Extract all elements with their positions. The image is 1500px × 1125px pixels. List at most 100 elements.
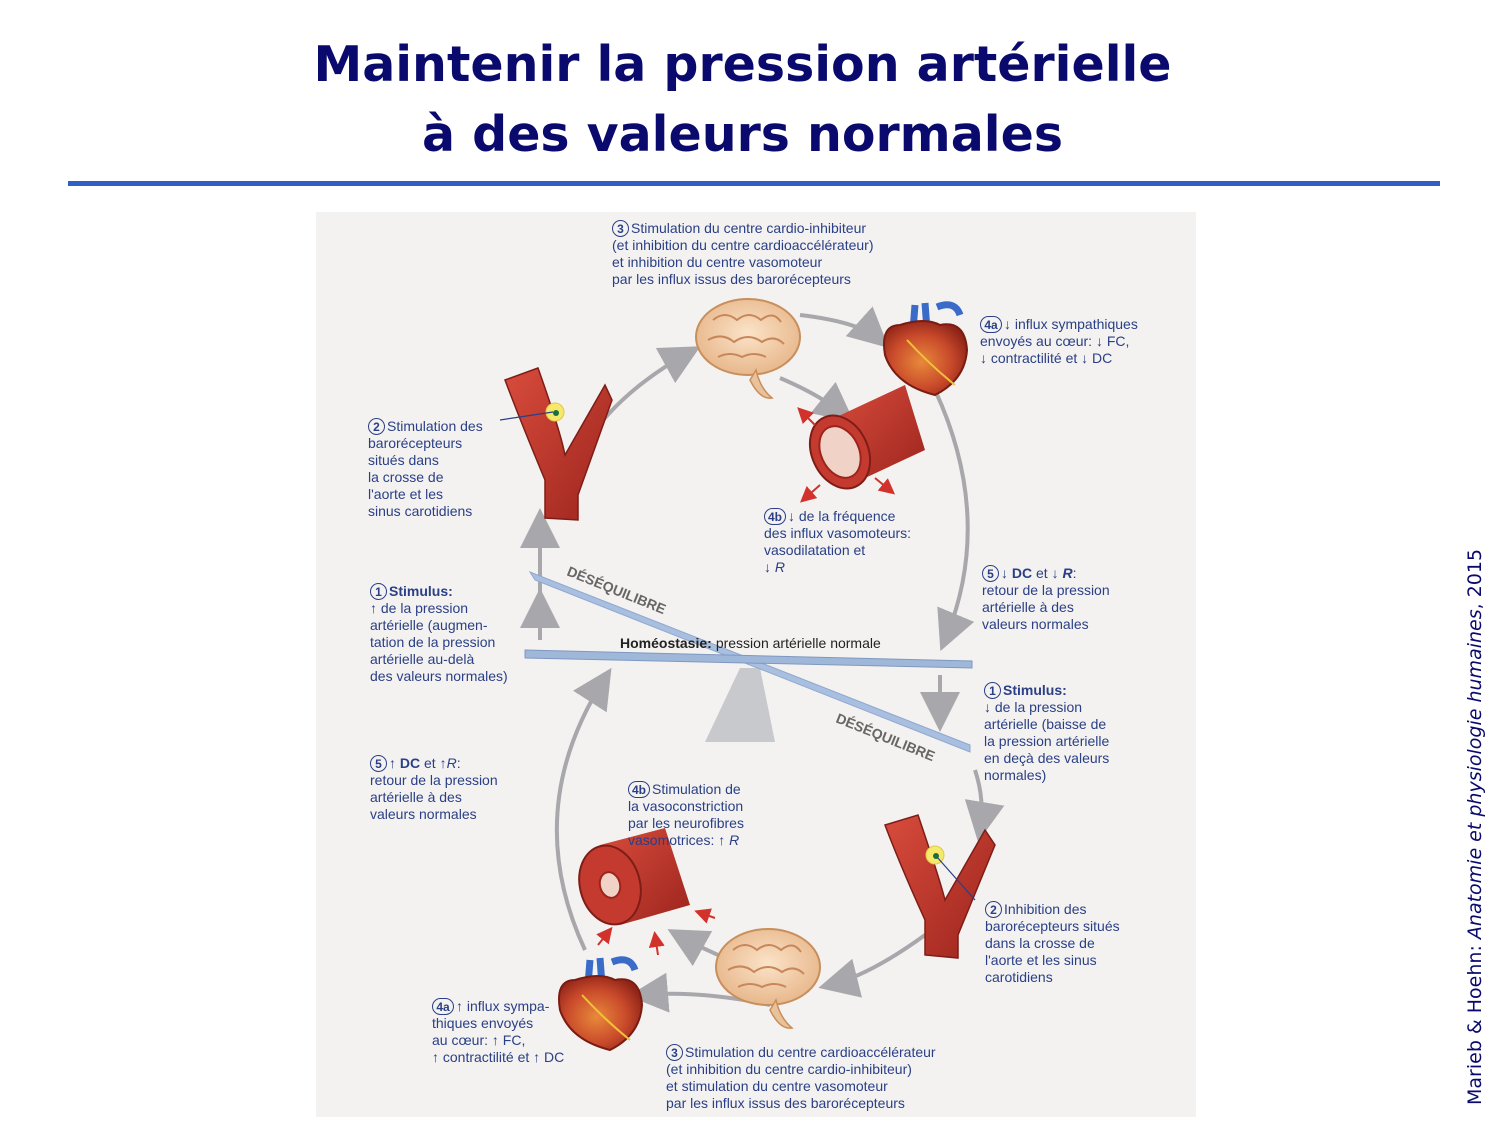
text-line: dans la crosse de xyxy=(985,935,1095,951)
increase-arrow: ↑ xyxy=(389,755,396,771)
text-line: des influx vasomoteurs: xyxy=(764,525,912,541)
decrease-arrow: ↓ xyxy=(980,350,987,366)
text-line: vasodilatation et xyxy=(764,542,866,558)
text-line: Stimulation des xyxy=(387,418,483,434)
text-line: par les influx issus des barorécepteurs xyxy=(666,1095,905,1111)
text-line: la pression artérielle xyxy=(984,733,1110,749)
text-line: artérielle (baisse de xyxy=(984,716,1107,732)
text-line: envoyés au cœur: xyxy=(980,333,1093,349)
homeostasis-label: Homéostasie:pression artérielle normale xyxy=(620,635,881,651)
text-line: valeurs normales xyxy=(982,616,1089,632)
step-number-badge: 4b xyxy=(628,781,650,798)
brain-icon xyxy=(715,928,821,1029)
text-line: Stimulation de xyxy=(652,781,741,797)
decrease-arrow: ↓ xyxy=(1001,565,1008,581)
top-step-5-label: 5↓ DC et ↓ R: retour de la pression arté… xyxy=(982,565,1110,633)
arrow-brain-vessel xyxy=(779,376,855,423)
step-number-badge: 3 xyxy=(612,220,629,237)
text-line: l'aorte et les xyxy=(368,486,444,502)
page-title: Maintenir la pression artérielle à des v… xyxy=(0,30,1485,170)
arrow-top-brain-heart xyxy=(799,306,889,349)
step-number-badge: 5 xyxy=(982,565,999,582)
text-line: DC xyxy=(1092,350,1113,366)
step-number-badge: 4a xyxy=(980,316,1002,333)
text-line: valeurs normales xyxy=(370,806,477,822)
text-line: influx sympa- xyxy=(466,998,550,1014)
artery-icon xyxy=(884,814,996,959)
text-line: FC, xyxy=(1106,333,1130,349)
top-step-4a-label: 4a↓ influx sympathiques envoyés au cœur:… xyxy=(980,316,1138,367)
step-number-badge: 3 xyxy=(666,1044,683,1061)
text-line: R xyxy=(1062,565,1073,581)
decrease-arrow: ↓ xyxy=(1051,565,1059,581)
balance-icon xyxy=(524,570,973,753)
text-line: la crosse de xyxy=(368,469,444,485)
decrease-arrow: ↓ xyxy=(788,508,795,524)
text-line: artérielle à des xyxy=(982,599,1074,615)
increase-arrow: ↑ xyxy=(533,1049,541,1065)
text-line: DC xyxy=(1011,565,1033,581)
text-line: Stimulus: xyxy=(389,583,453,599)
text-line: la vasoconstriction xyxy=(628,798,744,814)
text-line: artérielle (augmen- xyxy=(370,617,488,633)
text-line: et xyxy=(424,755,436,771)
text-line: (et inhibition du centre cardio-inhibite… xyxy=(666,1061,912,1077)
homeostasis-text: pression artérielle normale xyxy=(716,635,881,651)
increase-arrow: ↑ xyxy=(718,832,726,848)
step-number-badge: 2 xyxy=(368,418,385,435)
bottom-step-4a-label: 4a↑ influx sympa- thiques envoyés au cœu… xyxy=(432,998,564,1066)
title-line-2: à des valeurs normales xyxy=(422,106,1063,163)
text-line: contractilité et xyxy=(442,1049,530,1065)
text-line: tation de la pression xyxy=(370,634,496,650)
bottom-step-5-label: 5↑ DC et ↑R: retour de la pression artér… xyxy=(370,755,498,823)
text-line: vasomotrices: xyxy=(628,832,715,848)
text-line: R xyxy=(729,832,740,848)
text-line: par les influx issus des barorécepteurs xyxy=(612,271,851,287)
step-number-badge: 5 xyxy=(370,755,387,772)
text-line: : xyxy=(1072,565,1077,581)
text-line: Stimulation du centre cardioaccélérateur xyxy=(685,1044,936,1060)
decrease-arrow: ↓ xyxy=(764,559,771,575)
arrow-bottom-right xyxy=(818,933,927,998)
text-line: de la fréquence xyxy=(798,508,896,524)
text-line: Inhibition des xyxy=(1004,901,1087,917)
text-line: normales) xyxy=(984,767,1047,783)
arrow-right-down xyxy=(933,389,975,652)
step-number-badge: 1 xyxy=(370,583,387,600)
text-line: des valeurs normales) xyxy=(370,668,508,684)
text-line: sinus carotidiens xyxy=(368,503,473,519)
text-line: retour de la pression xyxy=(370,772,498,788)
increase-arrow: ↑ xyxy=(491,1032,499,1048)
title-divider xyxy=(68,181,1440,186)
increase-arrow: ↑ xyxy=(456,998,463,1014)
top-step-4b-label: 4b↓ de la fréquence des influx vasomoteu… xyxy=(764,508,911,576)
text-line: de la pression xyxy=(994,699,1083,715)
text-line: situés dans xyxy=(368,452,439,468)
text-line: barorécepteurs xyxy=(368,435,463,451)
step-number-badge: 2 xyxy=(985,901,1002,918)
text-line: Stimulus: xyxy=(1003,682,1067,698)
brain-icon xyxy=(695,298,801,399)
text-line: R xyxy=(446,755,457,771)
text-line: FC, xyxy=(502,1032,526,1048)
text-line: DC xyxy=(544,1049,565,1065)
text-line: (et inhibition du centre cardioaccélérat… xyxy=(612,237,874,253)
increase-arrow: ↑ xyxy=(370,600,377,616)
text-line: Stimulation du centre cardio-inhibiteur xyxy=(631,220,867,236)
text-line: et xyxy=(1036,565,1048,581)
text-line: DC xyxy=(399,755,421,771)
heart-icon xyxy=(558,956,644,1052)
text-line: artérielle à des xyxy=(370,789,462,805)
vessel-icon xyxy=(797,385,925,503)
text-line: barorécepteurs situés xyxy=(985,918,1120,934)
heart-icon xyxy=(883,301,969,397)
arrow-down-right-2 xyxy=(964,769,1005,842)
homeostasis-bold: Homéostasie: xyxy=(620,635,712,651)
text-line: contractilité et xyxy=(990,350,1078,366)
text-line: retour de la pression xyxy=(982,582,1110,598)
